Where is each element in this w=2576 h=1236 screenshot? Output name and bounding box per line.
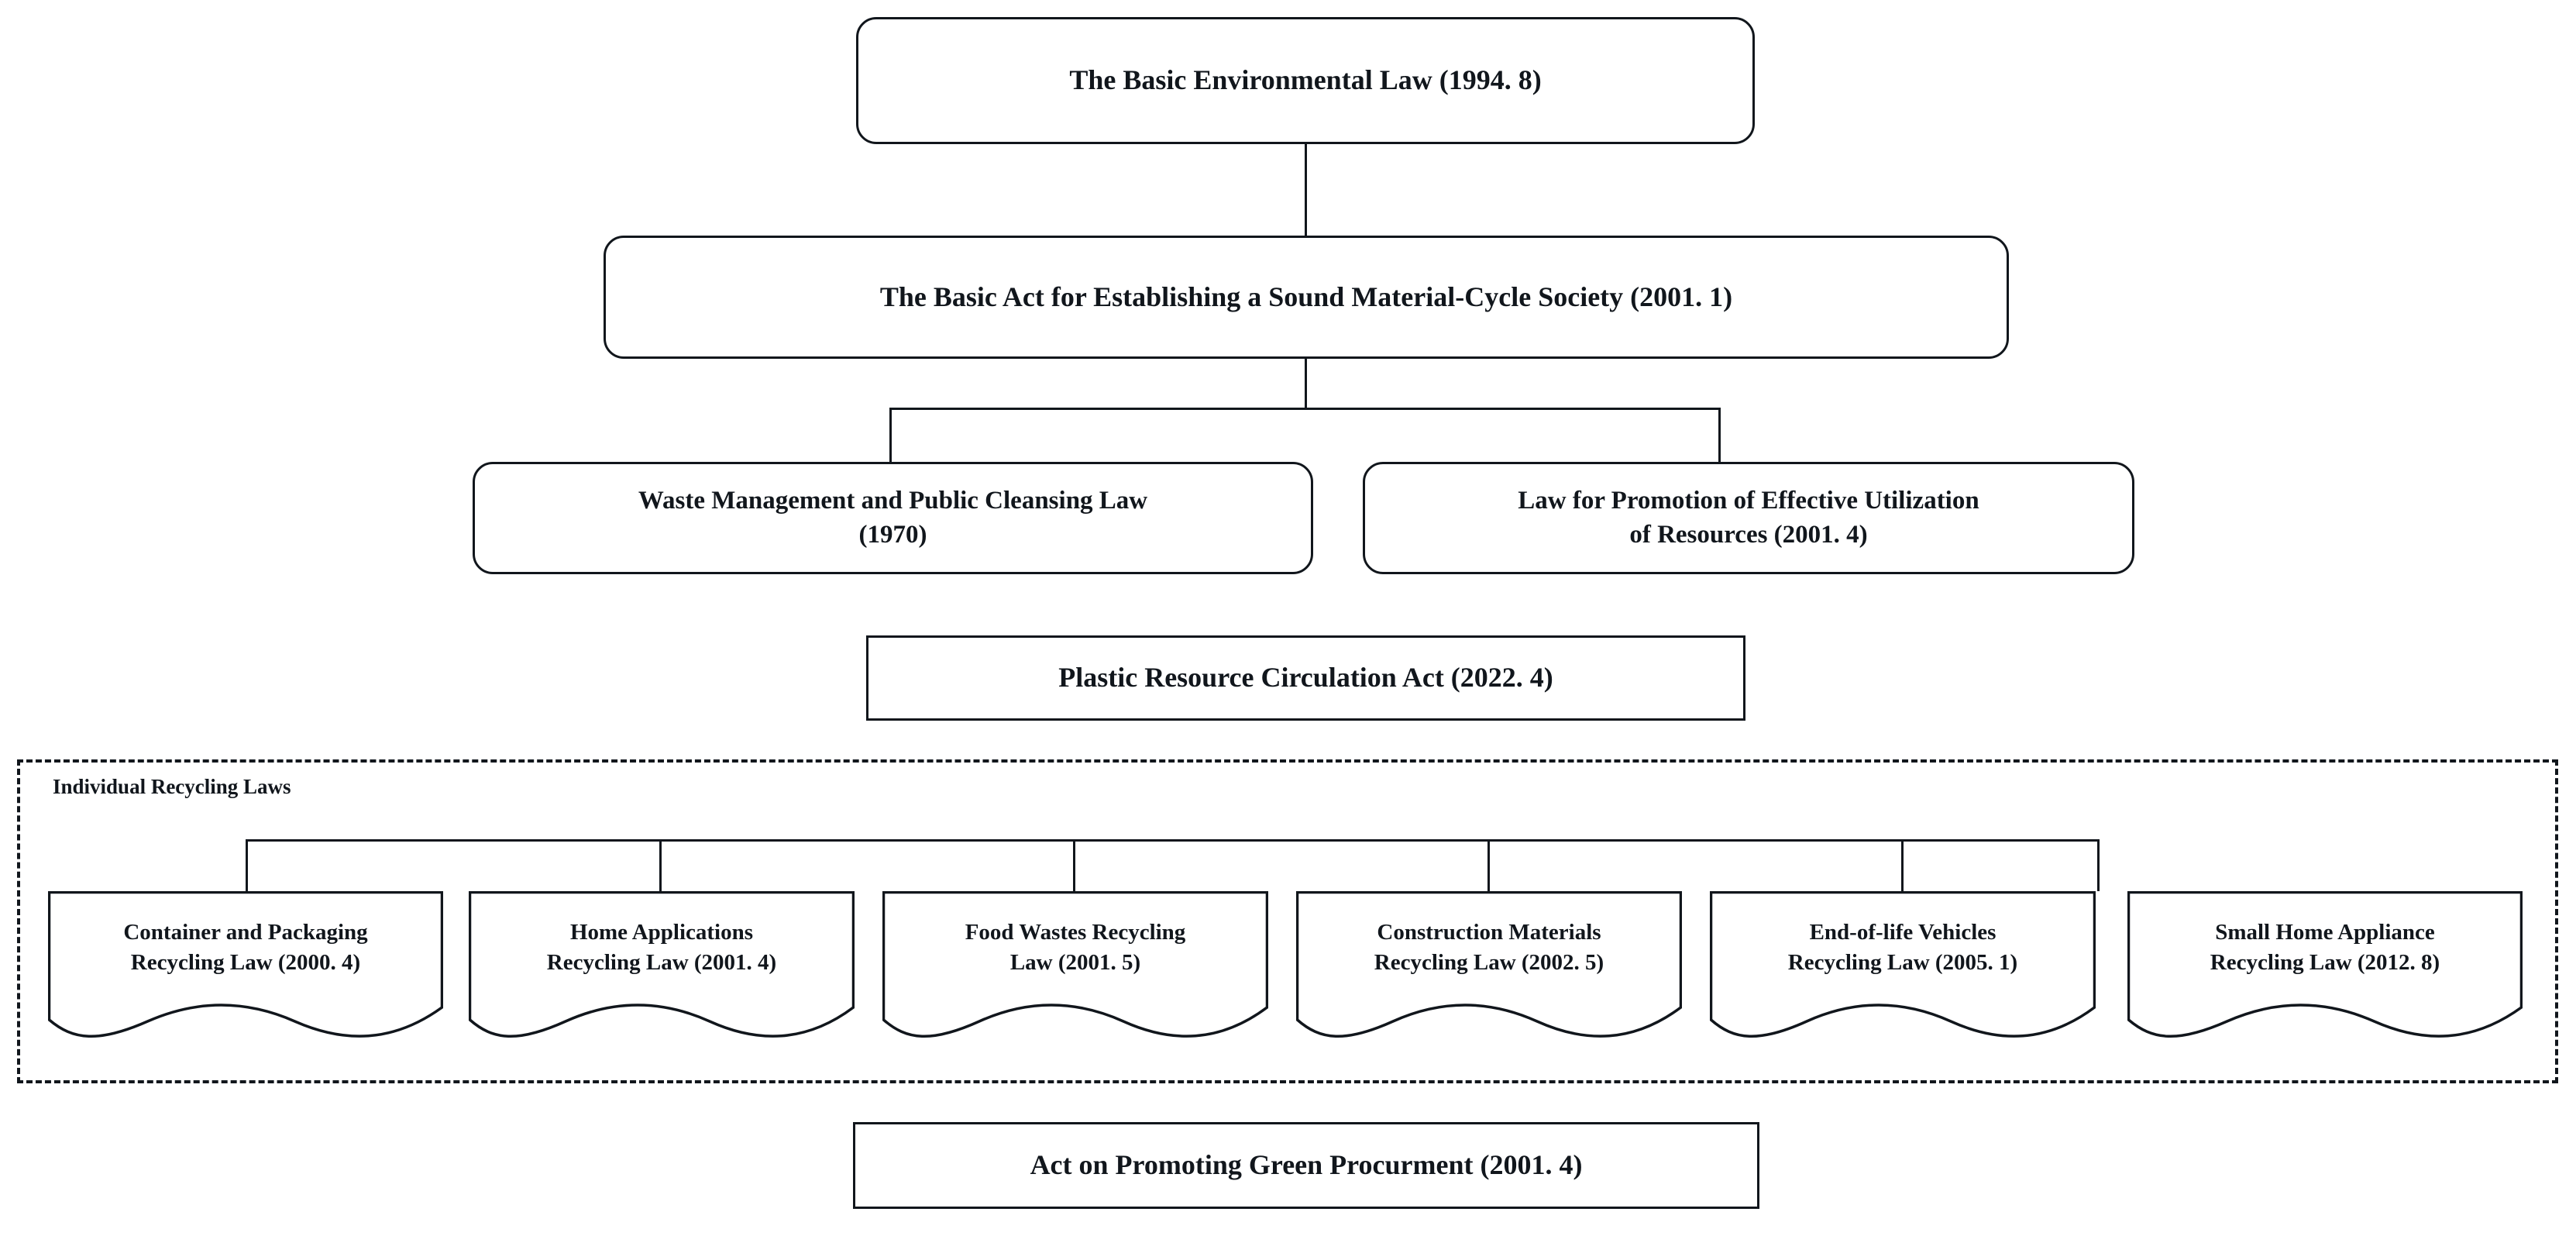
individual-recycling-laws-title: Individual Recycling Laws: [53, 775, 291, 798]
node-recycling-law-4-label: Construction Materials Recycling Law (20…: [1296, 918, 1682, 978]
node-recycling-law-4-line1: Construction Materials: [1377, 920, 1601, 945]
node-recycling-law-5[interactable]: End-of-life Vehicles Recycling Law (2005…: [1710, 891, 2096, 1041]
node-recycling-law-5-label: End-of-life Vehicles Recycling Law (2005…: [1710, 918, 2096, 978]
connector-basic-act-stem: [1305, 359, 1307, 408]
connector-to-effective-utilization: [1718, 408, 1721, 462]
node-recycling-law-5-line2: Recycling Law (2005. 1): [1787, 949, 2018, 975]
doc-shape-icon: [1296, 891, 1682, 1038]
node-green-procurement-act[interactable]: Act on Promoting Green Procurment (2001.…: [853, 1122, 1759, 1209]
connector-basic-act-bar: [889, 408, 1721, 410]
node-recycling-law-1-line2: Recycling Law (2000. 4): [130, 949, 361, 975]
connector-to-waste-management: [889, 408, 892, 462]
node-basic-environmental-law[interactable]: The Basic Environmental Law (1994. 8): [856, 17, 1755, 144]
connector-to-recycling-2: [659, 839, 662, 891]
connector-basic-env-to-basic-act: [1305, 144, 1307, 236]
node-recycling-law-1-label: Container and Packaging Recycling Law (2…: [48, 918, 443, 978]
connector-recycling-bar: [246, 839, 2097, 842]
doc-shape-icon: [2127, 891, 2523, 1038]
node-recycling-law-2-label: Home Applications Recycling Law (2001. 4…: [469, 918, 855, 978]
node-recycling-law-6[interactable]: Small Home Appliance Recycling Law (2012…: [2127, 891, 2523, 1041]
node-effective-utilization-law-line1: Law for Promotion of Effective Utilizati…: [1518, 486, 1979, 515]
node-recycling-law-5-line1: End-of-life Vehicles: [1809, 920, 1996, 945]
node-recycling-law-4[interactable]: Construction Materials Recycling Law (20…: [1296, 891, 1682, 1041]
node-recycling-law-4-line2: Recycling Law (2002. 5): [1374, 949, 1604, 975]
node-waste-management-law[interactable]: Waste Management and Public Cleansing La…: [473, 462, 1313, 574]
node-waste-management-law-label: Waste Management and Public Cleansing La…: [628, 484, 1158, 552]
node-recycling-law-2-line2: Recycling Law (2001. 4): [546, 949, 777, 975]
connector-to-recycling-1: [246, 839, 248, 891]
individual-recycling-laws-group: [17, 759, 2558, 1083]
connector-to-recycling-6: [2097, 839, 2100, 891]
node-waste-management-law-line1: Waste Management and Public Cleansing La…: [638, 486, 1148, 515]
node-basic-act-material-cycle-label: The Basic Act for Establishing a Sound M…: [879, 281, 1733, 312]
node-waste-management-law-line2: (1970): [858, 520, 927, 549]
connector-to-recycling-4: [1487, 839, 1490, 891]
doc-shape-icon: [48, 891, 443, 1038]
node-recycling-law-1-line1: Container and Packaging: [123, 920, 368, 945]
doc-shape-icon: [1710, 891, 2096, 1038]
node-effective-utilization-law-label: Law for Promotion of Effective Utilizati…: [1507, 484, 1990, 552]
connector-to-recycling-3: [1073, 839, 1075, 891]
node-plastic-resource-act-label: Plastic Resource Circulation Act (2022. …: [1058, 662, 1553, 694]
node-green-procurement-act-label: Act on Promoting Green Procurment (2001.…: [1030, 1149, 1583, 1181]
connector-to-recycling-5: [1901, 839, 1904, 891]
node-basic-act-material-cycle[interactable]: The Basic Act for Establishing a Sound M…: [604, 236, 2009, 359]
node-recycling-law-6-line2: Recycling Law (2012. 8): [2210, 949, 2440, 975]
node-recycling-law-6-line1: Small Home Appliance: [2215, 920, 2435, 945]
node-basic-environmental-law-label: The Basic Environmental Law (1994. 8): [1069, 64, 1542, 96]
node-effective-utilization-law[interactable]: Law for Promotion of Effective Utilizati…: [1363, 462, 2134, 574]
node-recycling-law-3-label: Food Wastes Recycling Law (2001. 5): [882, 918, 1268, 978]
node-recycling-law-3[interactable]: Food Wastes Recycling Law (2001. 5): [882, 891, 1268, 1041]
doc-shape-icon: [882, 891, 1268, 1038]
node-plastic-resource-act[interactable]: Plastic Resource Circulation Act (2022. …: [866, 635, 1745, 721]
node-recycling-law-2-line1: Home Applications: [569, 920, 754, 945]
doc-shape-icon: [469, 891, 855, 1038]
node-recycling-law-3-line1: Food Wastes Recycling: [965, 920, 1186, 945]
node-recycling-law-2[interactable]: Home Applications Recycling Law (2001. 4…: [469, 891, 855, 1041]
node-recycling-law-3-line2: Law (2001. 5): [1009, 949, 1141, 975]
node-recycling-law-6-label: Small Home Appliance Recycling Law (2012…: [2127, 918, 2523, 978]
node-effective-utilization-law-line2: of Resources (2001. 4): [1629, 520, 1868, 549]
node-recycling-law-1[interactable]: Container and Packaging Recycling Law (2…: [48, 891, 443, 1041]
